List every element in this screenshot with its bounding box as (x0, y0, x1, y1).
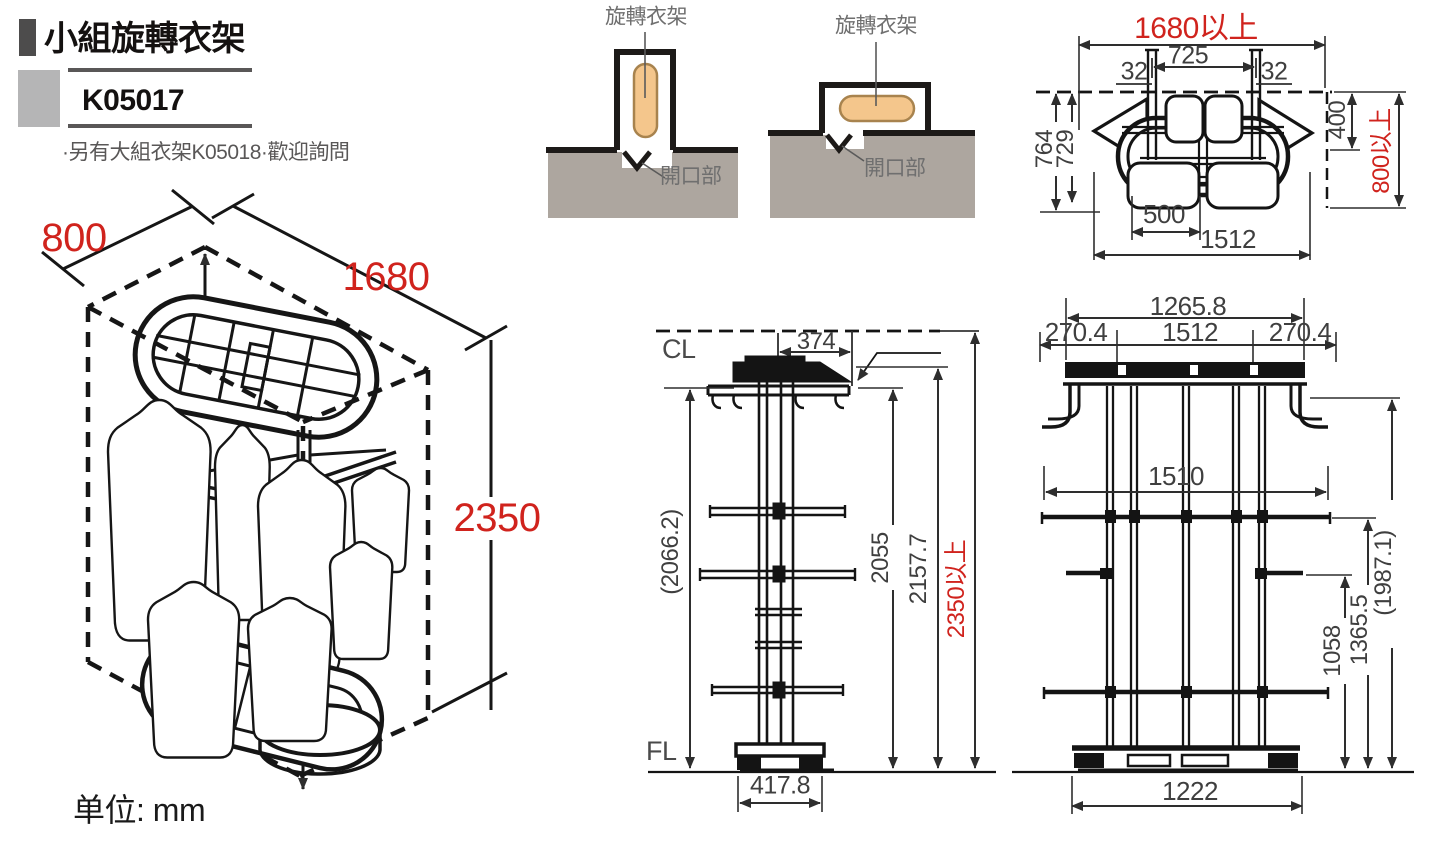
model-rule-top (68, 68, 252, 72)
side-dim-height-rail: 2055 (867, 532, 894, 584)
front-dim-overhang-left: 270.4 (1044, 317, 1108, 347)
top-dim-overall-depth: 800以上 (1368, 108, 1395, 194)
top-dim-post-span: 725 (1167, 41, 1209, 70)
model-rule-bottom (68, 124, 252, 128)
front-dim-top-width: 1265.8 (1149, 291, 1227, 321)
cross-left-title: 旋轉衣架 (605, 5, 688, 29)
unit-label: 单位: mm (73, 792, 206, 828)
cross-right-opening-label: 開口部 (864, 157, 926, 180)
front-dim-rail-span: 1512 (1162, 317, 1218, 347)
model-gray-square (18, 70, 60, 127)
iso-dim-width: 1680 (342, 255, 430, 299)
front-dim-height-lower-bar: 1058 (1319, 625, 1346, 677)
iso-dim-depth: 800 (41, 216, 107, 260)
side-centerline-label: CL (662, 334, 696, 364)
front-dim-overhang-right: 270.4 (1268, 317, 1332, 347)
top-dim-post-offset-right: 32 (1260, 57, 1288, 86)
front-view-drawing (1012, 298, 1414, 814)
page-title: 小組旋轉衣架 (44, 20, 246, 58)
side-dim-height-top: 2157.7 (905, 533, 932, 605)
front-dim-base-width: 1222 (1162, 776, 1218, 806)
side-dim-base-depth: 417.8 (749, 771, 811, 800)
cross-section-left-drawing (546, 32, 738, 218)
side-floorline-label: FL (646, 736, 677, 766)
top-dim-base-span: 500 (1143, 199, 1185, 229)
cross-right-title: 旋轉衣架 (835, 14, 918, 38)
note-text: ·另有大組衣架K05018·歡迎詢問 (62, 141, 350, 164)
side-view-drawing (648, 329, 996, 812)
top-view-drawing (1036, 36, 1406, 260)
iso-view-drawing (41, 188, 508, 790)
top-dim-post-offset-left: 32 (1120, 57, 1148, 86)
model-number: K05017 (82, 84, 185, 117)
iso-dim-height: 2350 (453, 496, 541, 540)
top-dim-overall-width: 1680以上 (1134, 12, 1258, 45)
top-dim-depth-inner: 729 (1052, 129, 1079, 169)
front-dim-height-mid-bar: 1365.5 (1346, 594, 1373, 666)
title-bullet-square (19, 19, 36, 56)
cross-section-right-drawing (768, 42, 975, 218)
side-dim-height-frame: (2066.2) (657, 509, 684, 595)
side-dim-arm-reach: 374 (796, 328, 836, 355)
front-dim-height-frame: (1987.1) (1370, 530, 1397, 616)
top-dim-ring-span: 1512 (1200, 224, 1256, 254)
front-dim-bar-span: 1510 (1148, 461, 1204, 491)
top-dim-depth-upper: 400 (1324, 100, 1351, 140)
side-dim-height-clearance: 2350以上 (943, 539, 970, 639)
cross-left-opening-label: 開口部 (660, 165, 722, 188)
